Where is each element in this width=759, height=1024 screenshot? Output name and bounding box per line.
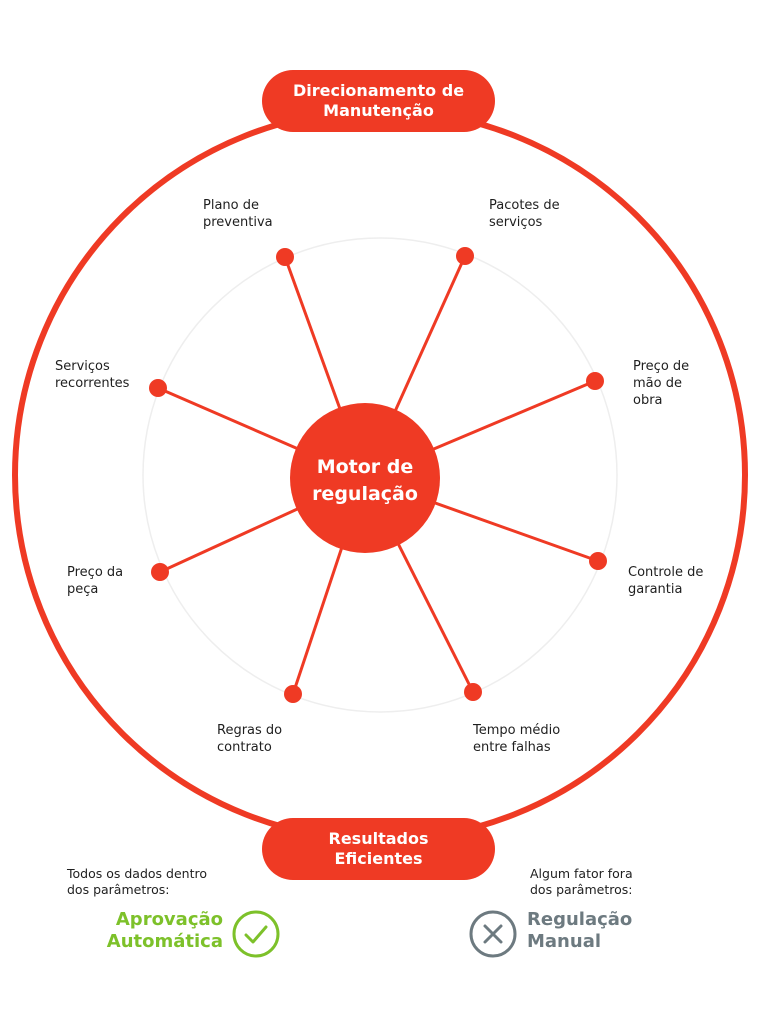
caption-line: dos parâmetros: [67, 882, 170, 897]
result-right-caption: Algum fator fora dos parâmetros: [530, 866, 633, 898]
node-dot-controle-garantia [589, 552, 607, 570]
node-label-line: obra [633, 393, 663, 408]
node-label-line: recorrentes [55, 376, 130, 391]
bottom-pill-line1: Resultados [328, 829, 429, 848]
node-dots [149, 247, 607, 703]
node-label-line: serviços [489, 215, 543, 230]
caption-line: dos parâmetros: [530, 882, 633, 897]
node-label-line: garantia [628, 582, 683, 597]
node-dot-plano-preventiva [276, 248, 294, 266]
node-label-preco-peca: Preço da peça [67, 564, 123, 598]
bottom-pill-line2: Eficientes [334, 849, 423, 868]
node-label-pacotes-servicos: Pacotes de serviços [489, 197, 560, 231]
result-title-line: Aprovação [115, 909, 223, 930]
bottom-pill: Resultados Eficientes [262, 818, 495, 880]
top-pill-line2: Manutenção [323, 101, 434, 120]
node-label-line: peça [67, 582, 99, 597]
top-pill-line1: Direcionamento de [292, 81, 465, 100]
node-label-regras-contrato: Regras do contrato [217, 722, 282, 756]
node-label-line: Serviços [55, 359, 110, 374]
node-label-line: Pacotes de [489, 198, 560, 213]
result-title-line: Automática [106, 931, 223, 952]
check-circle-icon [232, 910, 280, 958]
node-label-controle-garantia: Controle de garantia [628, 564, 703, 598]
node-label-line: mão de [633, 376, 682, 391]
hub-label-line2: regulação [312, 482, 418, 505]
node-dot-tempo-medio-falhas [464, 683, 482, 701]
hub-circle [290, 403, 440, 553]
node-dot-regras-contrato [284, 685, 302, 703]
node-label-line: Plano de [203, 198, 259, 213]
node-dot-servicos-recorrentes [149, 379, 167, 397]
hub-label: Motor de regulação [290, 398, 440, 563]
node-label-line: Tempo médio [473, 723, 561, 738]
node-label-servicos-recorrentes: Serviços recorrentes [55, 358, 129, 392]
result-left-caption: Todos os dados dentro dos parâmetros: [67, 866, 207, 898]
caption-line: Algum fator fora [530, 866, 633, 881]
result-title-line: Regulação [527, 909, 633, 930]
result-left-title: Aprovação Automática [90, 909, 223, 953]
hub-label-line1: Motor de [316, 455, 414, 478]
node-label-line: contrato [217, 740, 272, 755]
node-label-line: preventiva [203, 215, 273, 230]
node-label-line: Regras do [217, 723, 283, 738]
node-dot-preco-mao-obra [586, 372, 604, 390]
node-label-line: Preço de [633, 359, 690, 374]
node-dot-preco-peca [151, 563, 169, 581]
node-label-line: Preço da [67, 565, 124, 580]
node-dot-pacotes-servicos [456, 247, 474, 265]
node-label-tempo-medio-falhas: Tempo médio entre falhas [473, 722, 560, 756]
node-label-plano-preventiva: Plano de preventiva [203, 197, 273, 231]
caption-line: Todos os dados dentro [67, 866, 207, 881]
top-pill: Direcionamento de Manutenção [262, 70, 495, 132]
result-right-title: Regulação Manual [527, 909, 667, 953]
result-title-line: Manual [527, 931, 602, 952]
node-label-line: entre falhas [473, 740, 551, 755]
inner-ring [142, 237, 618, 713]
node-label-preco-mao-obra: Preço de mão de obra [633, 358, 689, 409]
node-label-line: Controle de [628, 565, 704, 580]
x-circle-icon [469, 910, 517, 958]
